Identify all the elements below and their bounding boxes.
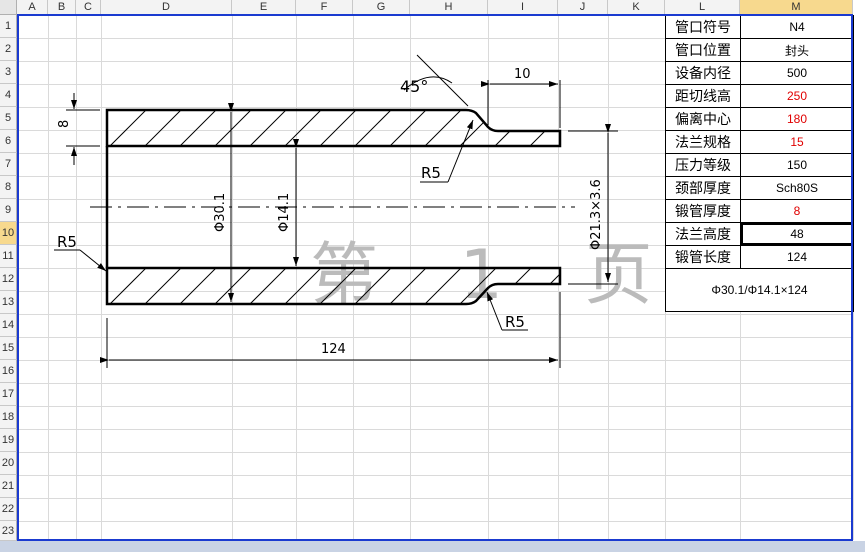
dim-od-label: Φ30.1	[213, 193, 228, 232]
row-header-21[interactable]: 21	[0, 475, 17, 498]
table-value-cell[interactable]: 180	[740, 107, 854, 131]
grid-line	[17, 38, 852, 39]
radius-label-left: R5	[57, 233, 77, 251]
dim-small-pipe-label: Φ21.3×3.6	[589, 179, 604, 250]
table-label-cell[interactable]: 偏离中心	[665, 107, 741, 131]
grid-line	[17, 153, 852, 154]
grid-line	[17, 107, 852, 108]
table-label-cell[interactable]: 锻管长度	[665, 245, 741, 269]
grid-line	[17, 222, 852, 223]
table-label-cell[interactable]: 距切线高	[665, 84, 741, 108]
table-value-cell[interactable]: 48	[740, 222, 854, 246]
grid-line	[488, 15, 489, 540]
row-header-4[interactable]: 4	[0, 84, 17, 107]
dim-length-label: 124	[321, 342, 346, 357]
grid-line	[17, 84, 852, 85]
row-header-12[interactable]: 12	[0, 268, 17, 291]
table-value-cell[interactable]: 15	[740, 130, 854, 154]
grid-line	[17, 314, 852, 315]
table-label-cell[interactable]: 颈部厚度	[665, 176, 741, 200]
table-value-cell[interactable]: 8	[740, 199, 854, 223]
row-header-22[interactable]: 22	[0, 498, 17, 521]
table-value-cell[interactable]: 124	[740, 245, 854, 269]
table-label-cell[interactable]: 压力等级	[665, 153, 741, 177]
table-label-cell[interactable]: 锻管厚度	[665, 199, 741, 223]
row-header-23[interactable]: 23	[0, 521, 17, 541]
row-header-14[interactable]: 14	[0, 314, 17, 337]
grid-line	[296, 15, 297, 540]
row-header-15[interactable]: 15	[0, 337, 17, 360]
table-label-cell[interactable]: 管口位置	[665, 38, 741, 62]
table-label-cell[interactable]: 设备内径	[665, 61, 741, 85]
grid-line	[101, 15, 102, 540]
table-value-cell[interactable]: 150	[740, 153, 854, 177]
page-watermark: 第 1 页	[310, 236, 683, 315]
row-header-16[interactable]: 16	[0, 360, 17, 383]
table-label-cell[interactable]: 法兰规格	[665, 130, 741, 154]
grid-line	[17, 383, 852, 384]
grid-line	[410, 15, 411, 540]
table-label-cell[interactable]: 法兰高度	[665, 222, 741, 246]
grid-line	[76, 15, 77, 540]
angle-label: 45°	[400, 77, 428, 96]
grid-line	[17, 130, 852, 131]
row-header-5[interactable]: 5	[0, 107, 17, 130]
row-header-3[interactable]: 3	[0, 61, 17, 84]
grid-line	[17, 498, 852, 499]
row-header-19[interactable]: 19	[0, 429, 17, 452]
dim-id-label: Φ14.1	[277, 193, 292, 232]
row-header-11[interactable]: 11	[0, 245, 17, 268]
grid-line	[17, 61, 852, 62]
grid-line	[17, 452, 852, 453]
grid-line	[17, 337, 852, 338]
radius-label-top: R5	[421, 164, 441, 182]
select-all-corner[interactable]	[0, 0, 17, 15]
row-header-1[interactable]: 1	[0, 15, 17, 38]
grid-line	[17, 245, 852, 246]
table-value-cell[interactable]: N4	[740, 15, 854, 39]
grid-line	[17, 199, 852, 200]
grid-line	[17, 475, 852, 476]
table-label-cell[interactable]: 管口符号	[665, 15, 741, 39]
row-header-20[interactable]: 20	[0, 452, 17, 475]
row-header-8[interactable]: 8	[0, 176, 17, 199]
grid-line	[353, 15, 354, 540]
radius-label-bottom: R5	[505, 313, 525, 331]
table-value-cell[interactable]: 500	[740, 61, 854, 85]
row-header-6[interactable]: 6	[0, 130, 17, 153]
table-value-cell[interactable]: 封头	[740, 38, 854, 62]
row-header-9[interactable]: 9	[0, 199, 17, 222]
row-header-2[interactable]: 2	[0, 38, 17, 61]
grid-line	[17, 521, 852, 522]
summary-cell[interactable]: Φ30.1/Φ14.1×124	[665, 268, 854, 312]
row-header-18[interactable]: 18	[0, 406, 17, 429]
grid-line	[48, 15, 49, 540]
scrollbar-strip[interactable]	[0, 541, 865, 552]
dim-top-label: 10	[514, 67, 531, 82]
row-header-7[interactable]: 7	[0, 153, 17, 176]
row-header-13[interactable]: 13	[0, 291, 17, 314]
grid-line	[558, 15, 559, 540]
table-value-cell[interactable]: 250	[740, 84, 854, 108]
table-value-cell[interactable]: Sch80S	[740, 176, 854, 200]
row-header-17[interactable]: 17	[0, 383, 17, 406]
dim-thickness-label: 8	[57, 120, 72, 128]
grid-line	[17, 176, 852, 177]
row-header-10[interactable]: 10	[0, 222, 17, 245]
grid-line	[17, 291, 852, 292]
grid-line	[17, 429, 852, 430]
grid-line	[17, 406, 852, 407]
